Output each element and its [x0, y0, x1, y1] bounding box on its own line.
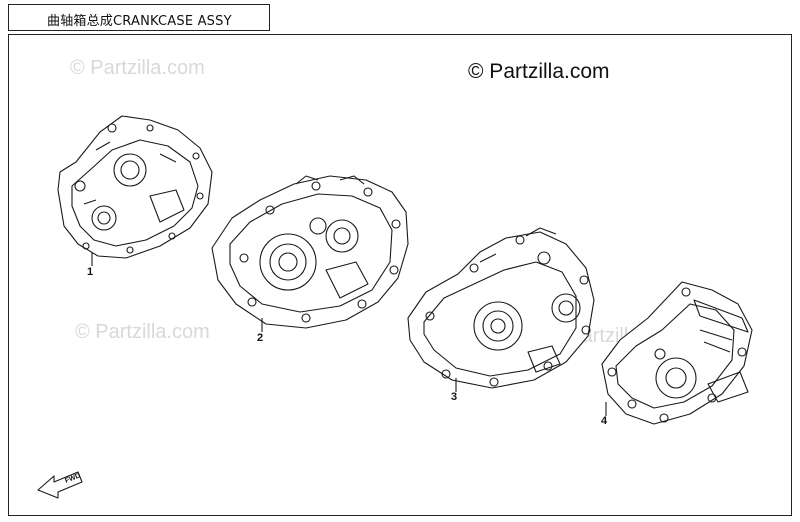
callout-4: 4 [601, 415, 608, 427]
title-box: 曲轴箱总成CRANKCASE ASSY [8, 4, 270, 31]
watermark-faint: © Partzilla.com [70, 57, 205, 79]
left-crankcase-half-icon[interactable] [211, 175, 409, 329]
left-crankcase-cover-icon[interactable] [601, 281, 753, 425]
diagram-title: 曲轴箱总成CRANKCASE ASSY [47, 14, 232, 29]
watermark-faint: © Partzilla.com [75, 321, 210, 343]
callout-3: 3 [451, 391, 458, 403]
callout-1: 1 [87, 266, 94, 278]
forward-arrow-icon [37, 471, 83, 499]
right-crankcase-half-icon[interactable] [407, 227, 595, 389]
diagram-frame [8, 34, 792, 516]
watermark: © Partzilla.com [468, 60, 610, 83]
callout-2: 2 [257, 332, 264, 344]
right-crankcase-cover-icon[interactable] [57, 115, 213, 259]
